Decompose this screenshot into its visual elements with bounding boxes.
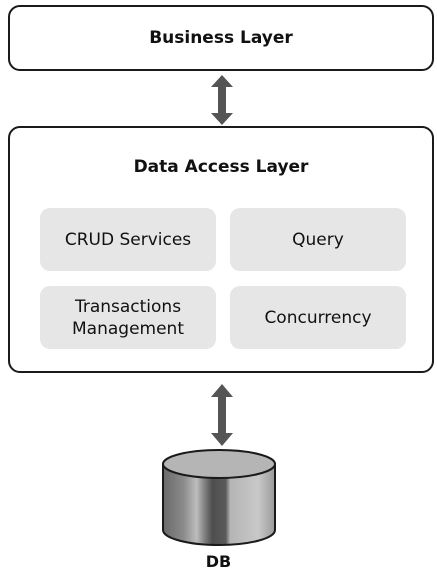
transactions-management-label: Transactions Management	[72, 296, 184, 339]
data-access-layer-box: Data Access Layer CRUD Services Query Tr…	[8, 126, 434, 373]
db-label: DB	[205, 552, 232, 571]
data-access-layer-title: Data Access Layer	[133, 157, 309, 177]
dal-db-double-arrow-icon	[211, 384, 233, 446]
crud-services-label: CRUD Services	[64, 229, 192, 250]
database-cylinder-icon	[162, 449, 276, 546]
business-dal-double-arrow-icon	[211, 75, 233, 125]
business-layer-title: Business Layer	[149, 28, 293, 48]
query-box: Query	[230, 208, 406, 271]
crud-services-box: CRUD Services	[40, 208, 216, 271]
business-layer-box: Business Layer	[8, 5, 434, 71]
concurrency-box: Concurrency	[230, 286, 406, 349]
concurrency-label: Concurrency	[264, 307, 372, 328]
query-label: Query	[292, 229, 344, 250]
transactions-management-box: Transactions Management	[40, 286, 216, 349]
